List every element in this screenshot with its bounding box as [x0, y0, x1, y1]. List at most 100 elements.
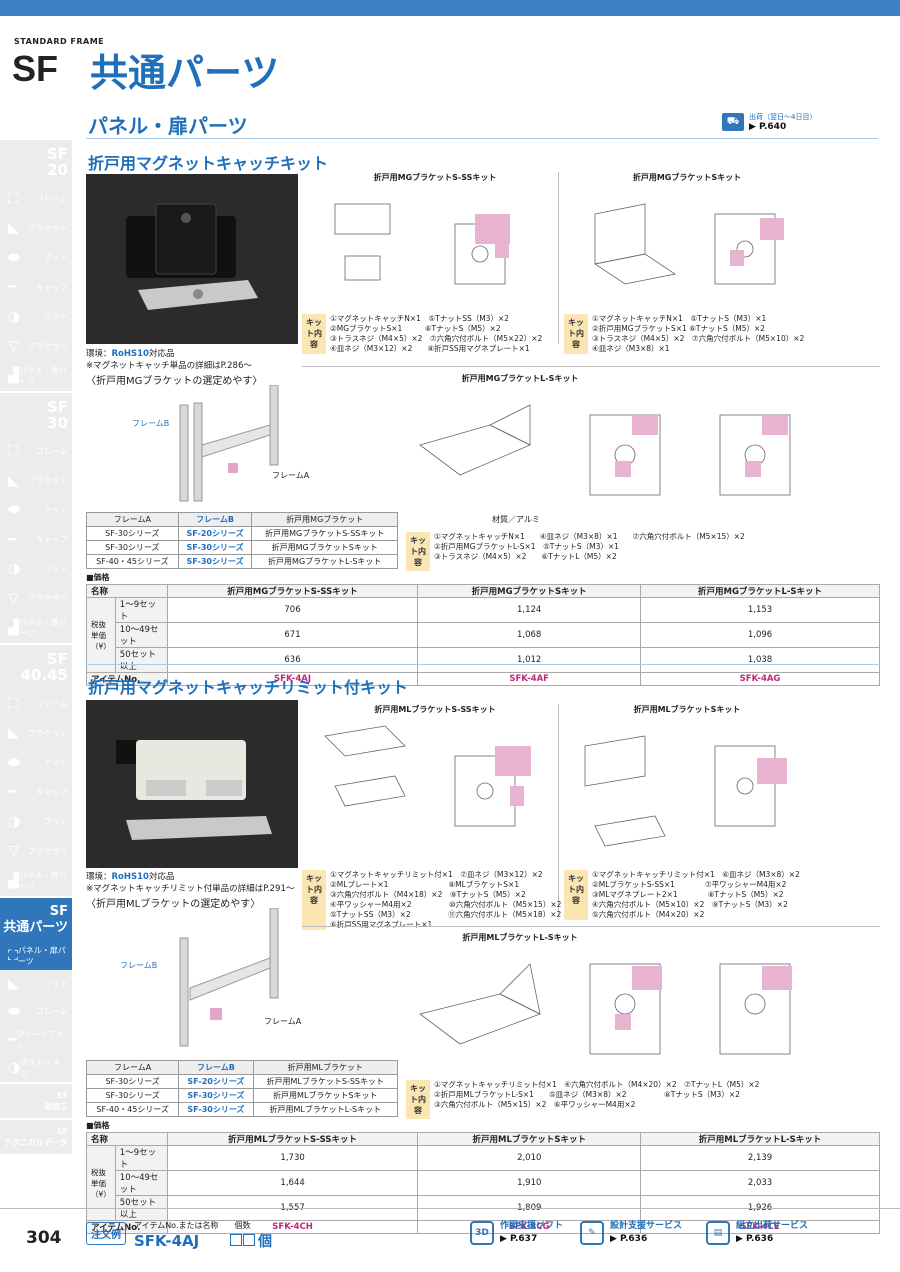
kit1-diag1-title: 折戸用MGブラケットS-SSキット — [373, 173, 497, 182]
ship-page-link[interactable]: ▶ P.640 — [749, 122, 787, 132]
kit2-price-table: 名称折戸用MLブラケットS-SSキット折戸用MLブラケットSキット折戸用MLブラ… — [86, 1132, 880, 1234]
item-no[interactable]: SFK-4CE — [640, 1220, 880, 1234]
order-code: SFK-4AJ — [134, 1232, 200, 1250]
sidebar-item-label: フレーム — [36, 1007, 68, 1016]
quantity-unit: 個 — [258, 1234, 272, 1250]
sidebar-item-icon: ⬬ — [8, 754, 20, 771]
kit2-env-label: 環境： — [86, 872, 112, 882]
kit1-diag3-title: 折戸用MGブラケットL-Sキット — [461, 374, 579, 383]
sidebar-item[interactable]: ▟パネル・扉パーツ — [0, 866, 72, 896]
sidebar-item[interactable]: ◣ブラケット — [0, 466, 72, 496]
kit1-frame-b-label: フレームB — [132, 419, 170, 428]
col-bracket: 折戸用MGブラケット — [251, 512, 398, 527]
sidebar-group-head[interactable]: SF 30 — [46, 397, 68, 432]
sidebar-item[interactable]: ▽アクセサリ — [0, 584, 72, 614]
order-label: アイテムNo.または名称 個数 — [134, 1221, 251, 1230]
frame-icon: ▤ — [706, 1221, 730, 1245]
sidebar-item-icon: ◑ — [8, 308, 21, 325]
sidebar: SF 20⛶フレーム◣ブラケット⬬ナット━キャップ◑フット▽アクセサリ▟パネル・… — [0, 140, 72, 1210]
sidebar-item-label: フット — [44, 312, 68, 322]
sidebar-item[interactable]: ⬬ フレーム — [0, 998, 72, 1026]
kit2-contents-a: キット内容 ①マグネットキャッチリミット付×1 ⑦皿ネジ（M3×12）×2 ②M… — [302, 870, 561, 930]
divider — [558, 704, 559, 916]
service-drawing-software[interactable]: 3D 作図支援ソフト▶ P.637 — [470, 1220, 563, 1246]
sidebar-item-icon: ⛶ — [8, 190, 18, 207]
sidebar-item[interactable]: ◑フット — [0, 555, 72, 585]
kit1-diag2-drawing — [565, 184, 815, 312]
sidebar-item-label: ブラケット — [28, 476, 68, 486]
col-frame-a: フレームA — [86, 512, 179, 527]
sidebar-item-icon: ◣ — [8, 725, 19, 742]
sidebar-item[interactable]: ⛶フレーム — [0, 184, 72, 214]
sidebar-item[interactable]: ◣ブラケット — [0, 719, 72, 749]
sidebar-item[interactable]: ◑フット — [0, 807, 72, 837]
sidebar-item[interactable]: ⬬ナット — [0, 496, 72, 526]
sidebar-item[interactable]: ━キャップ — [0, 778, 72, 808]
sidebar-extra-item[interactable]: SF 追加工 — [0, 1083, 72, 1120]
kit2-frame-a-label: フレームA — [264, 1017, 302, 1026]
sidebar-item-label: フット — [44, 979, 68, 988]
service-design-support[interactable]: ✎ 設計支援サービス▶ P.636 — [580, 1220, 682, 1246]
sidebar-item-icon: ▟ — [8, 872, 19, 889]
item-no[interactable]: SFK-4CH — [166, 1220, 419, 1234]
kit2-contents-b: キット内容 ①マグネットキャッチリミット付×1 ⑥皿ネジ（M3×8）×2 ②ML… — [564, 870, 800, 920]
sidebar-item[interactable]: ⛶パネル・扉パーツ — [0, 941, 72, 970]
item-no[interactable]: SFK-4AJ — [166, 672, 419, 686]
kit1-product-photo — [86, 174, 298, 344]
sidebar-item-label: キャップ — [36, 282, 68, 292]
kit1-frame-illustration — [120, 384, 300, 505]
sidebar-item[interactable]: ▟パネル・扉パーツ — [0, 614, 72, 644]
kit1-diag2-title: 折戸用MGブラケットSキット — [632, 173, 742, 182]
kit1-price-title: ■価格 — [86, 573, 110, 582]
sidebar-group: SF 20 ⛶フレーム◣ブラケット⬬ナット ━ キャップ ◑ フット ▽アクセサリ▟パネル・… — [0, 140, 72, 393]
page-number: 304 — [26, 1228, 62, 1248]
sidebar-group-head[interactable]: SF 共通パーツ — [0, 897, 72, 942]
sidebar-item-label: ボルト・ネジ — [20, 1057, 61, 1078]
sidebar-item[interactable]: ━キャップ — [0, 525, 72, 555]
sidebar-item-icon: ⬬ — [8, 249, 20, 266]
kit1-price-table: 名称折戸用MGブラケットS-SSキット折戸用MGブラケットSキット折戸用MGブラ… — [86, 584, 880, 686]
kit2-env-suffix: 対応品 — [148, 872, 175, 882]
sidebar-item[interactable]: ◣ブラケット — [0, 214, 72, 244]
shipping-info[interactable]: ⛟ 出荷（翌日〜4日目） ▶ P.640 — [722, 112, 816, 132]
item-no[interactable]: SFK-4AF — [417, 672, 642, 686]
sidebar-extra-item[interactable]: SF テクニカルデータ — [0, 1119, 72, 1156]
sidebar-item[interactable]: ▟パネル・扉パーツ — [0, 361, 72, 391]
sidebar-item-icon: ⛶ — [8, 695, 18, 712]
sidebar-item[interactable]: ━クリーンファン — [0, 1026, 72, 1054]
sidebar-item-icon: ◑ — [8, 813, 21, 830]
kit2-rohs: RoHS10 — [111, 872, 149, 882]
sidebar-item[interactable]: ⬬ナット — [0, 748, 72, 778]
sidebar-item[interactable]: ◣フット — [0, 970, 72, 998]
sidebar-item-icon: ━ — [8, 279, 17, 296]
item-no[interactable]: SFK-4AG — [640, 672, 880, 686]
sidebar-item[interactable]: ◑ボルト・ネジ — [0, 1054, 72, 1082]
kit2-select-guide: 〈折戸用MLブラケットの選定めやす〉 — [86, 899, 261, 910]
sidebar-item[interactable]: ━ キャップ — [0, 273, 72, 303]
kit2-frame-illustration — [150, 907, 300, 1048]
sidebar-item-label: パネル・扉パーツ — [18, 870, 67, 891]
sidebar-item[interactable]: ⬬ナット — [0, 243, 72, 273]
sidebar-item[interactable]: ◑ フット — [0, 302, 72, 332]
sidebar-item[interactable]: ▽アクセサリ — [0, 837, 72, 867]
col-frame-b: フレームB — [177, 512, 253, 527]
kit1-contents-c: キット内容 ①マグネットキャッチN×1 ④皿ネジ（M3×8）×1 ⑦六角穴付ボル… — [406, 532, 745, 571]
sidebar-item-icon: ━ — [8, 784, 17, 801]
sidebar-item[interactable]: ⛶フレーム — [0, 437, 72, 467]
sidebar-group-head[interactable]: SF 20 — [46, 145, 68, 179]
sidebar-item-icon: ⬬ — [8, 1003, 20, 1020]
section-title: パネル・扉パーツ — [88, 114, 248, 138]
sidebar-group-head[interactable]: SF 40.45 — [20, 650, 68, 684]
service-assembly-shipping[interactable]: ▤ 組立出荷サービス▶ P.636 — [706, 1220, 808, 1246]
sidebar-item[interactable]: ▽アクセサリ — [0, 332, 72, 362]
kit2-frame-b-label: フレームB — [120, 961, 158, 970]
sidebar-item[interactable]: ⛶フレーム — [0, 689, 72, 719]
